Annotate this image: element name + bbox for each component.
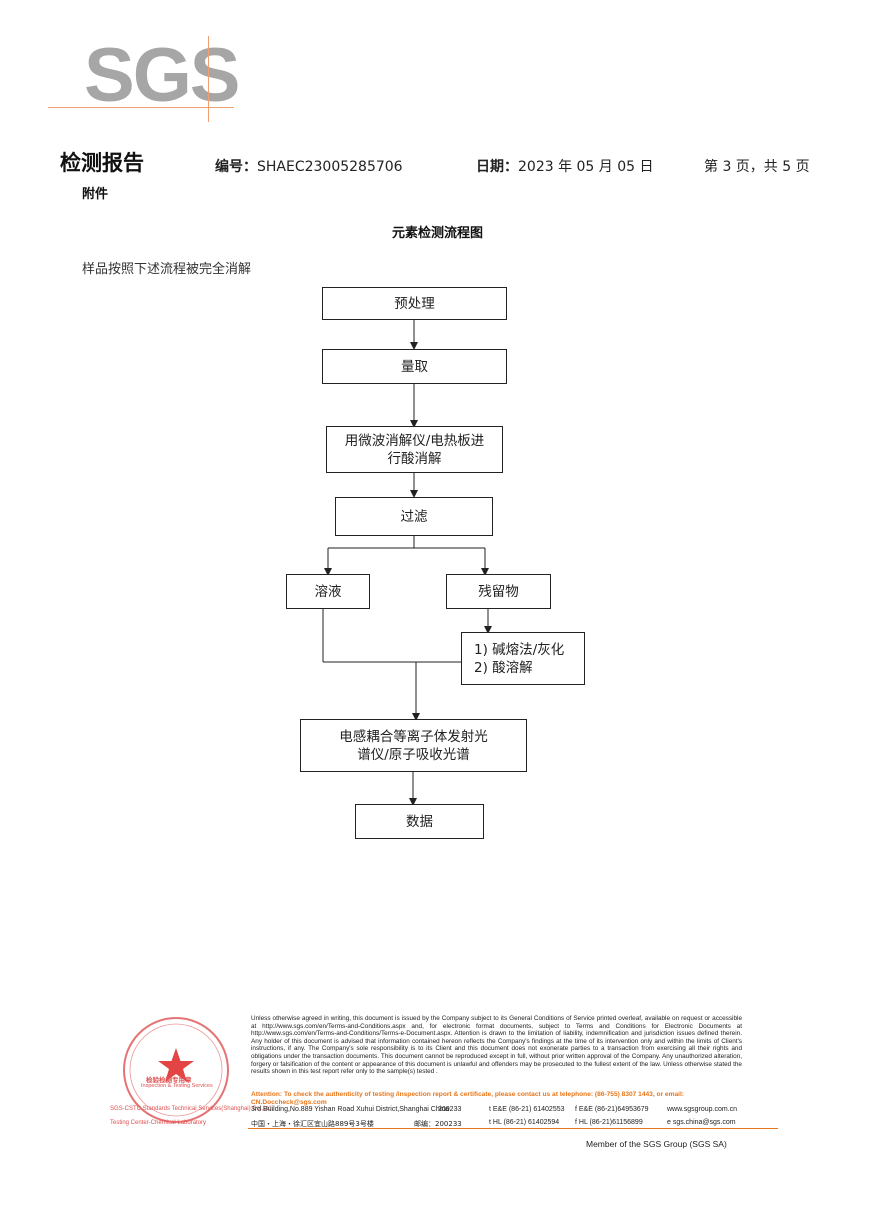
flowchart-title: 元素检测流程图 (391, 226, 483, 241)
report-number: 编号：SHAEC23005285706 (215, 156, 403, 176)
step-solution-label: 溶液 (314, 583, 342, 600)
report-number-value: SHAEC23005285706 (257, 159, 403, 175)
footer-divider (248, 1128, 778, 1129)
attachment-label: 附件 (82, 187, 109, 202)
address-cn: 中国・上海・徐汇区宜山路889号3号楼 (251, 1120, 374, 1128)
report-number-label: 编号： (215, 159, 257, 175)
fax-hl: f HL (86-21)61156899 (575, 1119, 643, 1126)
step-residue: 残留物 (446, 574, 551, 609)
postcode-cn: 邮编：200233 (414, 1120, 462, 1128)
legal-disclaimer: Unless otherwise agreed in writing, this… (251, 1015, 742, 1076)
step-solution: 溶液 (286, 574, 370, 609)
step-data-label: 数据 (406, 813, 433, 830)
report-date-value: 2023 年 05 月 05 日 (518, 159, 654, 175)
flowchart-intro: 样品按照下述流程被完全消解 (82, 262, 252, 277)
stamp-company-line1: SGS-CSTC Standards Technical Services(Sh… (110, 1106, 274, 1112)
website: www.sgsgroup.com.cn (667, 1106, 738, 1113)
step-residue-treatment-label: 1) 碱熔法/灰化 2) 酸溶解 (474, 641, 565, 676)
stamp-label-cn: 检验检测专用章 (146, 1077, 192, 1084)
step-measure: 量取 (322, 349, 507, 384)
sgs-logo: SGS (84, 33, 240, 118)
step-data: 数据 (355, 804, 484, 839)
fax-ee: f E&E (86-21)64953679 (575, 1106, 649, 1113)
step-digestion: 用微波消解仪/电热板进 行酸消解 (326, 426, 503, 473)
phone-hl: t HL (86-21) 61402594 (489, 1119, 560, 1126)
stamp-label-en: Inspection & Testing Services (141, 1083, 213, 1089)
step-analysis: 电感耦合等离子体发射光 谱仪/原子吸收光谱 (300, 719, 527, 772)
email: e sgs.china@sgs.com (667, 1119, 736, 1126)
step-residue-treatment: 1) 碱熔法/灰化 2) 酸溶解 (461, 632, 585, 685)
report-title: 检测报告 (60, 151, 144, 175)
stamp-company-line2: Testing Center-Chemical Laboratory (110, 1120, 207, 1126)
report-date: 日期：2023 年 05 月 05 日 (476, 156, 654, 176)
report-date-label: 日期： (476, 159, 518, 175)
step-pretreatment-label: 预处理 (394, 295, 435, 312)
step-filter-label: 过滤 (400, 508, 428, 525)
step-measure-label: 量取 (401, 358, 428, 375)
step-digestion-label: 用微波消解仪/电热板进 行酸消解 (344, 432, 485, 467)
step-filter: 过滤 (335, 497, 493, 536)
phone-ee: t E&E (86-21) 61402553 (489, 1106, 565, 1113)
page-number: 第 3 页，共 5 页 (704, 159, 810, 175)
step-analysis-label: 电感耦合等离子体发射光 谱仪/原子吸收光谱 (339, 728, 488, 763)
logo-vertical-line (208, 36, 209, 122)
step-pretreatment: 预处理 (322, 287, 507, 320)
authenticity-notice: Attention: To check the authenticity of … (251, 1091, 684, 1106)
member-statement: Member of the SGS Group (SGS SA) (586, 1139, 727, 1149)
step-residue-label: 残留物 (478, 583, 519, 600)
address-en: 3rd Building,No.889 Yishan Road Xuhui Di… (251, 1106, 450, 1113)
logo-horizontal-line (48, 107, 234, 108)
inspection-stamp-icon (123, 1017, 229, 1123)
postcode-en: 200233 (438, 1106, 462, 1113)
